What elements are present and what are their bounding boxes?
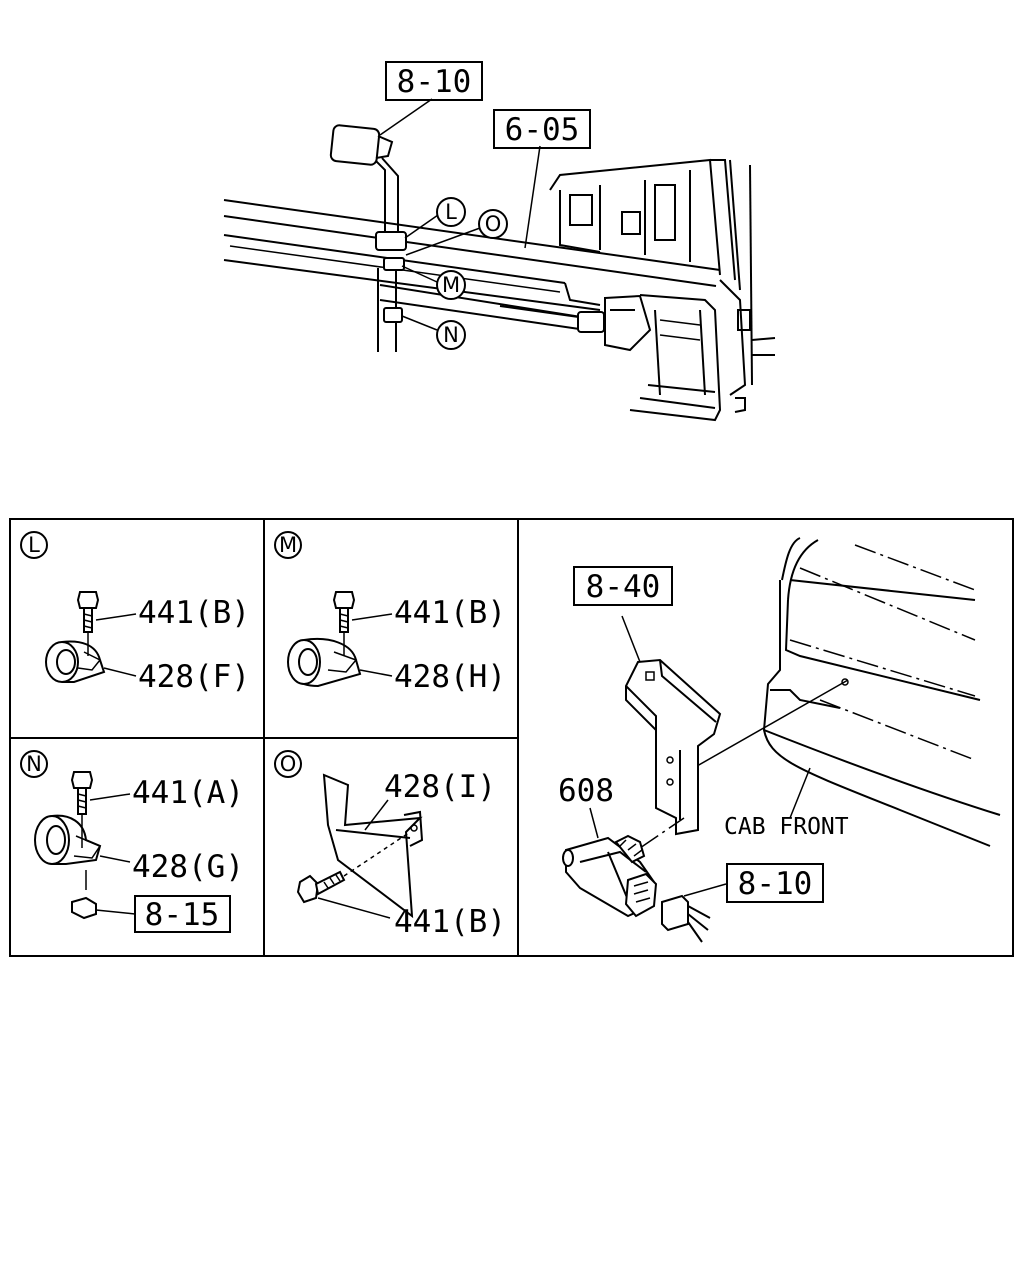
panel-O: O 428(I) 441(B): [274, 750, 506, 940]
clip-428H: [287, 639, 321, 685]
panel-O-marker-text: O: [280, 752, 297, 776]
clip-428F: [45, 641, 79, 683]
panel-O-bracket-label: 428(I): [384, 769, 496, 805]
detail-grid: [9, 518, 1014, 957]
ref-6-05-label: 6-05: [505, 112, 580, 148]
panel-L: L 441(B) 428(F): [20, 531, 250, 695]
leader-8-10-top: [379, 98, 433, 136]
overview-illustration: 8-10 6-05 L O M N: [223, 61, 776, 422]
panel-N: N 441(A) 428(G) 8-15: [20, 750, 244, 933]
panel-L-clip-label: 428(F): [138, 659, 250, 695]
callout-M[interactable]: [436, 270, 466, 300]
callout-N[interactable]: [436, 320, 466, 350]
connector-8-10: [661, 894, 689, 932]
panel-M-clip-label: 428(H): [394, 659, 506, 695]
cab-front-label: CAB FRONT: [724, 814, 849, 840]
callout-L-text: L: [445, 200, 457, 224]
callout-L[interactable]: [436, 197, 466, 227]
panel-L-bolt-label: 441(B): [138, 595, 250, 631]
overview-sensor-head: [329, 124, 381, 166]
bolt-441B-L: [76, 591, 100, 609]
ref-box-6-05[interactable]: [493, 109, 591, 149]
callout-O[interactable]: [478, 209, 508, 239]
panel-N-clip-label: 428(G): [132, 849, 244, 885]
bolt-441B-O: [296, 874, 320, 904]
ref-8-10-top-label: 8-10: [397, 64, 472, 100]
ref-8-15-label: 8-15: [145, 897, 220, 933]
ref-box-8-15[interactable]: [134, 895, 231, 933]
clip-428G: [34, 815, 70, 865]
callout-N-text: N: [443, 323, 459, 347]
bracket-428I: [322, 773, 423, 919]
nut-8-15: [71, 896, 97, 920]
ref-box-8-10-sensor[interactable]: [726, 863, 824, 903]
callout-O-text: O: [485, 212, 502, 236]
panel-M-bolt-label: 441(B): [394, 595, 506, 631]
panel-sensor: CAB FRONT 8-40 608 8-10: [558, 537, 1001, 943]
ref-box-8-10-top[interactable]: [385, 61, 483, 101]
panel-M-marker: [274, 531, 302, 559]
panel-N-bolt-label: 441(A): [132, 775, 244, 811]
panel-O-bolt-label: 441(B): [394, 904, 506, 940]
bolt-441A: [70, 771, 94, 789]
callout-M-text: M: [442, 273, 460, 297]
panel-O-marker: [274, 750, 302, 778]
sensor-608-label: 608: [558, 773, 614, 809]
bolt-441B-M: [332, 591, 356, 609]
panel-L-marker-text: L: [28, 533, 40, 557]
ref-box-8-40[interactable]: [573, 566, 673, 606]
panel-N-marker: [20, 750, 48, 778]
leader-6-05: [524, 145, 541, 249]
bracket-8-40: [625, 658, 722, 836]
ref-8-10-sensor-label: 8-10: [738, 866, 813, 902]
panel-M: M 441(B) 428(H): [274, 531, 506, 695]
ref-8-40-label: 8-40: [586, 569, 661, 605]
panel-L-marker: [20, 531, 48, 559]
panel-M-marker-text: M: [279, 533, 297, 557]
panel-N-marker-text: N: [26, 752, 42, 776]
